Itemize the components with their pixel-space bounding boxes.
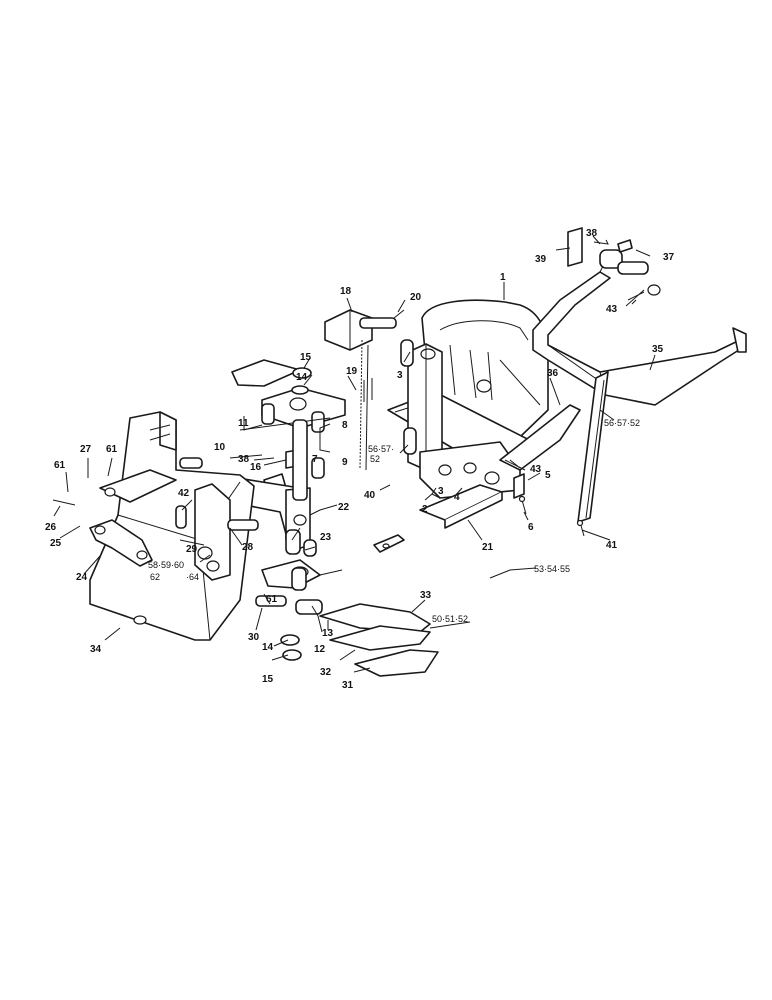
callout-1: 1 <box>500 272 506 283</box>
callout-group-53-54-55: 53·54·55 <box>534 564 570 574</box>
part-upper-link <box>99 457 203 503</box>
callout-36: 36 <box>547 368 559 379</box>
clip-37 <box>617 239 633 253</box>
callout-29: 29 <box>186 544 198 555</box>
callout-28: 28 <box>242 542 254 553</box>
part-bolt-6 <box>518 495 527 515</box>
callout-group-64: ·64 <box>186 572 199 582</box>
callout-19: 19 <box>346 366 358 377</box>
callout-37: 37 <box>663 252 675 263</box>
part-shoe-blades <box>319 603 439 677</box>
part-hardware-top-right <box>567 227 661 307</box>
callout-22: 22 <box>338 502 350 513</box>
callout-group-56-57-52-right: 56·57·52 <box>604 418 640 428</box>
part-pivot-bar <box>324 309 405 351</box>
bushing <box>400 339 414 367</box>
callout-14-lower: 14 <box>262 642 274 653</box>
part-washers-upper <box>291 367 312 395</box>
callout-43-right: 43 <box>530 464 542 475</box>
callout-42: 42 <box>178 488 190 499</box>
callout-35: 35 <box>652 344 664 355</box>
callout-40: 40 <box>364 490 376 501</box>
part-u-frame <box>532 261 747 406</box>
callout-61-upper: 61 <box>106 444 118 455</box>
part-threaded-rod <box>359 339 373 471</box>
part-pin-42 <box>175 505 187 529</box>
callout-34: 34 <box>90 644 102 655</box>
part-flat-bar <box>576 371 609 537</box>
callout-11: 11 <box>238 418 249 429</box>
callout-6: 6 <box>528 522 534 533</box>
callout-12: 12 <box>314 644 326 655</box>
washer <box>647 284 661 296</box>
callout-25: 25 <box>50 538 62 549</box>
callout-23: 23 <box>320 532 332 543</box>
callout-4: 4 <box>454 492 460 503</box>
callout-15-lower: 15 <box>262 674 274 685</box>
callout-21: 21 <box>482 542 494 553</box>
part-linkage-arm <box>89 519 153 567</box>
callout-2: 2 <box>422 504 428 515</box>
callout-8: 8 <box>342 420 348 431</box>
callout-15-upper: 15 <box>300 352 312 363</box>
callout-32: 32 <box>320 667 332 678</box>
tube <box>599 249 623 269</box>
callout-26: 26 <box>45 522 57 533</box>
callout-33: 33 <box>420 590 432 601</box>
callout-group-58-59-60: 58·59·60 <box>148 560 184 570</box>
part-hinge-block <box>419 441 521 499</box>
callout-30: 30 <box>248 632 260 643</box>
callout-38-left: 38 <box>238 454 250 465</box>
callout-41: 41 <box>606 540 618 551</box>
part-bracket-plate <box>499 404 581 471</box>
part-lower-pins <box>255 595 323 661</box>
leader-lines <box>52 235 656 673</box>
callout-31: 31 <box>342 680 354 691</box>
callout-16: 16 <box>250 462 262 473</box>
part-link-bar <box>419 484 503 529</box>
callout-61-left: 61 <box>54 460 66 471</box>
callout-20: 20 <box>410 292 422 303</box>
callout-3-lower: 3 <box>438 486 444 497</box>
callout-39: 39 <box>535 254 547 265</box>
callout-labels: 1 2 3 3 4 5 6 7 8 9 10 11 12 13 14 14 15… <box>45 228 675 691</box>
callout-24: 24 <box>76 572 88 583</box>
callout-14-upper: 14 <box>296 372 308 383</box>
callout-group-62: 62 <box>150 572 160 582</box>
callout-3-upper: 3 <box>397 370 403 381</box>
part-slotted-link <box>373 534 405 553</box>
callout-7: 7 <box>312 454 318 465</box>
part-upright-post <box>400 339 443 471</box>
callout-18: 18 <box>340 286 352 297</box>
callout-13: 13 <box>322 628 334 639</box>
callout-27: 27 <box>80 444 92 455</box>
callout-10: 10 <box>214 442 226 453</box>
callout-group-56-57-line2: 52 <box>370 454 380 464</box>
callout-43-top: 43 <box>606 304 618 315</box>
callout-group-56-57-line1: 56·57· <box>368 444 394 454</box>
plate-39 <box>567 227 583 267</box>
callout-38-top: 38 <box>586 228 598 239</box>
callout-group-50-51-52: 50·51·52 <box>432 614 468 624</box>
callout-61-lower: 61 <box>266 594 278 605</box>
part-inner-frame <box>194 483 259 581</box>
part-clip <box>513 473 525 499</box>
callout-5: 5 <box>545 470 551 481</box>
bushing <box>403 427 417 455</box>
callout-9: 9 <box>342 457 348 468</box>
part-mount-bracket <box>261 559 321 591</box>
pin <box>617 261 649 275</box>
